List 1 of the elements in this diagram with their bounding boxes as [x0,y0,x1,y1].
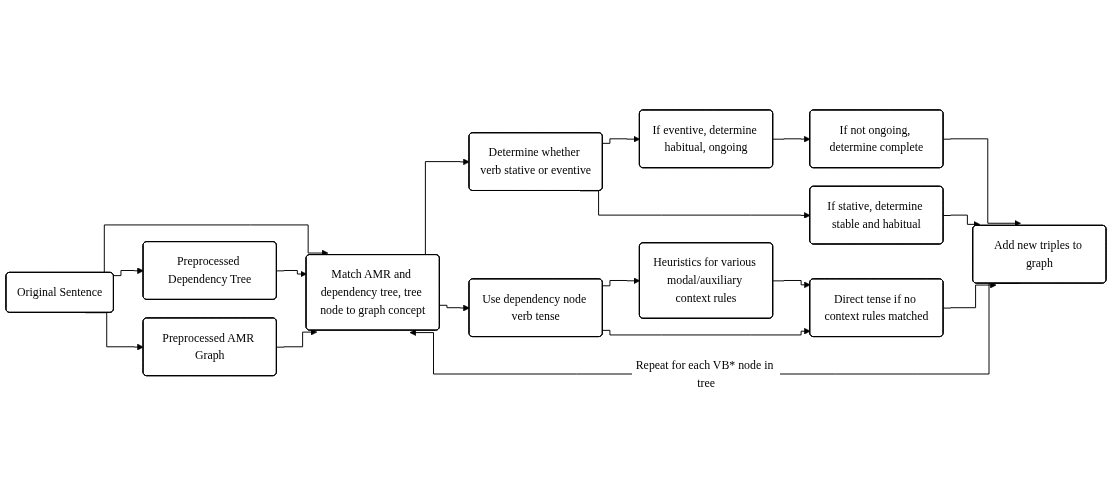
edge-label: Repeat for each VB* node in tree [635,358,774,389]
